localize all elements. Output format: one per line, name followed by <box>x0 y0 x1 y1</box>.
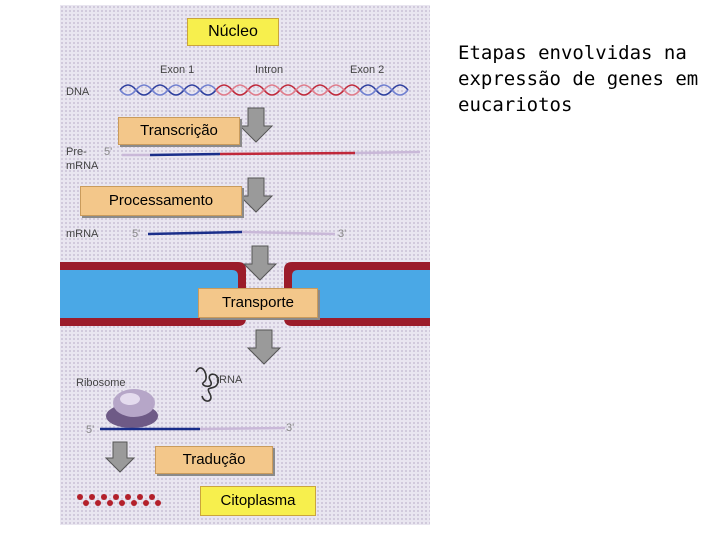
nucleus-label: Núcleo <box>187 18 279 46</box>
intron-label: Intron <box>255 64 284 76</box>
ribosome-shape <box>106 389 158 428</box>
exon2-label: Exon 2 <box>350 64 385 76</box>
dna-exon1-strand-b <box>119 84 217 96</box>
arrow-processing <box>238 177 274 213</box>
arrow-translation <box>104 441 136 473</box>
arrow-transcription <box>238 107 274 143</box>
processing-label: Processamento <box>80 186 242 216</box>
mrna-5prime: 5' <box>132 228 141 240</box>
translation-5prime: 5' <box>86 424 95 436</box>
pre-mrna-label-line2: mRNA <box>66 160 99 172</box>
pre-mrna-label-line1: Pre- <box>66 146 87 158</box>
trna-label: tRNA <box>216 374 243 386</box>
pre-mrna-strand <box>122 150 421 157</box>
translating-mrna <box>100 426 286 431</box>
cytoplasm-label: Citoplasma <box>200 486 316 516</box>
arrow-transport <box>242 245 278 281</box>
dna-label: DNA <box>66 86 90 98</box>
mrna-label: mRNA <box>66 228 99 240</box>
process-arrows <box>104 107 282 473</box>
ribosome-label: Ribosome <box>76 377 126 389</box>
dna-intron-strand-a <box>215 84 361 96</box>
figure-caption: Etapas envolvidas na expressão de genes … <box>458 42 699 116</box>
translation-3prime: 3' <box>286 422 295 434</box>
mrna-strand <box>147 230 336 236</box>
translation-label: Tradução <box>155 446 273 474</box>
mrna-3prime: 3' <box>338 228 347 240</box>
transport-label: Transporte <box>198 288 318 318</box>
polypeptide-chain <box>77 494 161 506</box>
exon1-label: Exon 1 <box>160 64 195 76</box>
trna-glyph <box>195 367 219 402</box>
dna-exon2-strand-a <box>359 84 409 96</box>
nuclear-envelope <box>60 262 430 326</box>
transcription-label: Transcrição <box>118 117 240 145</box>
dna-intron-strand-b <box>215 84 361 96</box>
arrow-to-cytoplasm <box>246 329 282 365</box>
dna-exon2-strand-b <box>359 84 409 96</box>
dna-helix <box>119 84 409 96</box>
pre-mrna-5prime: 5' <box>104 146 113 158</box>
